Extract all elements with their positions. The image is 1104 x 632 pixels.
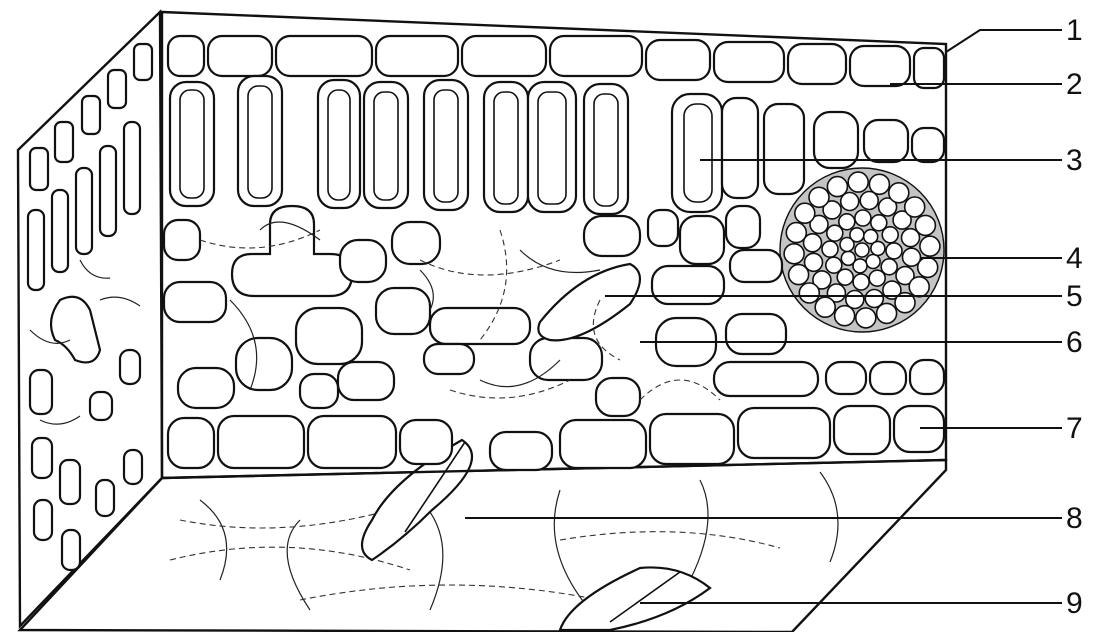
bundle-cell xyxy=(815,297,835,317)
left-side-face xyxy=(18,12,162,626)
bundle-cell xyxy=(809,187,829,207)
bundle-cell xyxy=(789,265,809,285)
vascular-bundle xyxy=(780,168,944,332)
trichome-lower xyxy=(560,567,710,630)
label-6: 6 xyxy=(1066,326,1083,359)
bundle-cell xyxy=(909,277,929,297)
label-2: 2 xyxy=(1066,68,1083,101)
bundle-cell xyxy=(856,308,876,328)
bundle-cell xyxy=(853,274,869,290)
bundle-cell xyxy=(918,257,938,277)
lower-epidermis xyxy=(168,406,944,470)
bundle-cell xyxy=(841,251,855,265)
bundle-cell xyxy=(877,303,897,323)
bundle-cell xyxy=(855,210,871,226)
callout-labels: 1 2 3 4 5 6 7 8 9 xyxy=(1066,14,1083,620)
bundle-cell xyxy=(822,241,838,257)
bundle-cell xyxy=(920,236,940,256)
bundle-cell xyxy=(786,223,806,243)
bundle-cell xyxy=(850,228,864,242)
bundle-cell xyxy=(869,270,885,286)
bundle-cell xyxy=(882,227,898,243)
label-9: 9 xyxy=(1066,587,1083,620)
bundle-cell xyxy=(871,241,885,255)
label-7: 7 xyxy=(1066,412,1083,445)
bundle-cell xyxy=(784,244,804,264)
front-face xyxy=(162,12,946,478)
bundle-cell xyxy=(826,257,842,273)
bundle-cell xyxy=(795,203,815,223)
bundle-cell xyxy=(905,197,925,217)
label-5: 5 xyxy=(1066,280,1083,313)
label-8: 8 xyxy=(1066,502,1083,535)
upper-epidermis xyxy=(168,36,944,88)
label-4: 4 xyxy=(1066,242,1083,275)
bundle-cell xyxy=(915,215,935,235)
bundle-cell xyxy=(835,306,855,326)
bundle-cell xyxy=(866,255,880,269)
bundle-cell xyxy=(855,243,869,257)
label-3: 3 xyxy=(1066,144,1083,177)
bundle-cell xyxy=(889,183,909,203)
bundle-cell xyxy=(886,243,902,259)
bundle-cell xyxy=(799,283,819,303)
label-1: 1 xyxy=(1066,14,1083,47)
bundle-cell xyxy=(869,174,889,194)
bundle-cell xyxy=(827,177,847,197)
bundle-cell xyxy=(839,214,855,230)
bundle-cell xyxy=(848,172,868,192)
